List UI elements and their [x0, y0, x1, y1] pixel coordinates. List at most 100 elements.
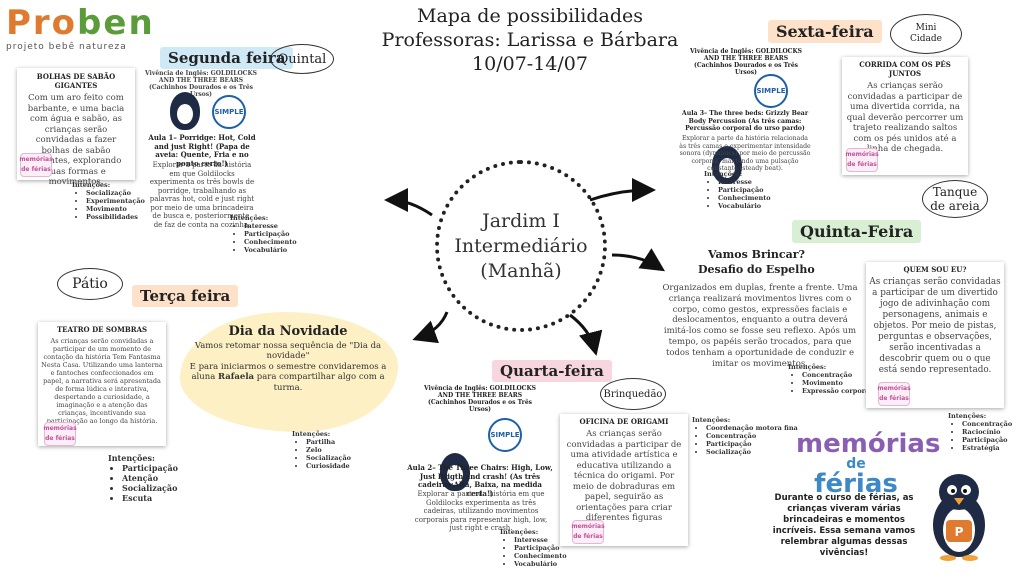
card-quem-title: QUEM SOU EU? [903, 265, 967, 274]
day-label-terca: Terça feira [132, 285, 239, 307]
card-bolhas-text: Com um aro feito com barbante, e uma bac… [27, 93, 125, 187]
quinta-activity-title: Vamos Brincar? Desafio do Espelho [668, 247, 858, 277]
sexta-lesson-title: Aula 3– The three beds: Grizzly Bear Bod… [681, 110, 809, 132]
memorias-de-ferias-logo: memórias de férias [796, 430, 940, 499]
arrow-to-terca [412, 311, 449, 344]
title-line-1: Mapa de possibilidades [417, 5, 643, 27]
day-label-segunda: Segunda feira [160, 47, 294, 69]
svg-text:P: P [955, 525, 964, 539]
intent-item: Concentração [962, 420, 1012, 428]
place-oval-patio: Pátio [57, 268, 123, 300]
intent-item: Socialização [706, 448, 798, 456]
day-label-quarta: Quarta-feira [492, 360, 612, 382]
card-bolhas-title: BOLHAS DE SABÃO GIGANTES [36, 72, 116, 90]
novidade-text-a: Vamos retomar nossa sequência de "Dia da… [194, 340, 382, 362]
quarta-english-header: Vivência de Inglês: GOLDILOCKS AND THE T… [424, 385, 536, 413]
intent-item: Estratégia [962, 444, 1012, 452]
quarta-lesson-text: Explorar a parte da história em que Gold… [414, 490, 548, 532]
intent-item: Expressão corporal [802, 387, 872, 395]
title-line-2: Professoras: Larissa e Bárbara [381, 29, 679, 51]
quarta-lesson-intents: Intenções: Interesse Participação Conhec… [500, 528, 567, 568]
penguin-mascot-icon [440, 453, 470, 491]
quem-intents: Intenções: Concentração Raciocínio Parti… [948, 412, 1012, 452]
segunda-english-header: Vivência de Inglês: GOLDILOCKS AND THE T… [145, 70, 257, 98]
intents-label: Intenções: [704, 170, 743, 178]
intent-item: Socialização [122, 483, 178, 493]
intent-item: Interesse [514, 536, 567, 544]
ferias-logo-line-b: de [846, 456, 866, 472]
espelho-intents: Intenções: Concentração Movimento Expres… [788, 363, 872, 395]
simple-logo-icon: SIMPLE [488, 418, 522, 452]
segunda-lesson-text: Explorar a parte da história em que Gold… [149, 161, 255, 229]
simple-logo-icon: SIMPLE [754, 74, 788, 108]
intent-item: Raciocínio [962, 428, 1012, 436]
intent-item: Vocabulário [244, 246, 297, 254]
page-title: Mapa de possibilidades Professoras: Lari… [330, 4, 730, 76]
day-label-sexta: Sexta-feira [768, 20, 882, 43]
simple-logo-icon: SIMPLE [212, 95, 246, 129]
proben-logo: Proben projeto bebê natureza [6, 4, 155, 52]
intent-item: Conhecimento [514, 552, 567, 560]
center-line-3: (Manhã) [480, 259, 562, 282]
intent-item: Participação [706, 440, 798, 448]
segunda-lesson-title: Aula 1– Porridge: Hot, Cold and just Rig… [148, 133, 256, 168]
intents-label: Intenções: [292, 430, 331, 438]
intent-item: Coordenação motora fina [706, 424, 798, 432]
novidade-intents: Intenções: Partilha Zelo Socialização Cu… [292, 430, 351, 470]
intent-item: Zelo [306, 446, 351, 454]
novidade-content: Dia da Novidade Vamos retomar nossa sequ… [188, 324, 388, 394]
intent-item: Experimentação [86, 197, 145, 205]
sexta-lesson-intents: Intenções: Interesse Participação Conhec… [704, 170, 771, 210]
title-line-3: 10/07-14/07 [472, 53, 588, 75]
intents-label: Intenções: [948, 412, 987, 420]
intents-label: Intenções: [72, 181, 111, 189]
quinta-title-a: Vamos Brincar? [708, 248, 805, 261]
logo-brand-part-a: Pro [6, 3, 78, 43]
memorias-badge: memórias de férias [845, 148, 879, 172]
intent-item: Escuta [122, 493, 178, 503]
logo-tagline: projeto bebê natureza [6, 42, 127, 52]
center-class-circle: Jardim I Intermediário (Manhã) [435, 160, 607, 332]
sexta-english-header: Vivência de Inglês: GOLDILOCKS AND THE T… [690, 48, 802, 76]
intent-item: Participação [514, 544, 567, 552]
place-oval-quintal: Quintal [270, 44, 334, 74]
ferias-logo-line-c: férias [814, 469, 898, 499]
novidade-text-c: para compartilhar algo com a turma. [256, 372, 385, 393]
intents-label: Intenções: [230, 214, 269, 222]
intent-item: Movimento [86, 205, 145, 213]
intent-item: Concentração [802, 371, 872, 379]
intent-item: Partilha [306, 438, 351, 446]
novidade-student-name: Rafaela [217, 372, 255, 382]
intent-item: Socialização [306, 454, 351, 462]
intent-item: Interesse [718, 178, 771, 186]
intent-item: Curiosidade [306, 462, 351, 470]
intent-item: Participação [718, 186, 771, 194]
novidade-text-b: E para iniciarmos o semestre convidaremo… [188, 362, 388, 394]
intent-item: Movimento [802, 379, 872, 387]
memorias-badge: memórias de férias [43, 422, 77, 446]
memorias-badge: memórias de férias [877, 382, 911, 406]
memorias-badge: memórias de férias [571, 520, 605, 544]
place-oval-tanque-areia: Tanque de areia [922, 180, 988, 218]
novidade-blob [180, 312, 398, 432]
card-corrida-text: As crianças serão convidadas a participa… [846, 81, 964, 154]
arrow-to-quinta [611, 248, 666, 272]
intent-item: Vocabulário [718, 202, 771, 210]
intents-label: Intenções: [500, 528, 539, 536]
memorias-badge: memórias de férias [19, 153, 53, 177]
logo-brand-part-b: ben [77, 3, 155, 43]
intent-item: Possibilidades [86, 213, 145, 221]
intent-item: Participação [244, 230, 297, 238]
origami-intents: Intenções: Coordenação motora fina Conce… [692, 416, 798, 456]
novidade-text-b-lead: E para iniciarmos o semestre convidaremo… [189, 361, 387, 383]
bolhas-intents: Intenções: Socialização Experimentação M… [72, 181, 145, 221]
intent-item: Conhecimento [718, 194, 771, 202]
intents-label: Intenções: [692, 416, 731, 424]
quarta-lesson-title: Aula 2– The Three Chairs: High, Low, Jus… [407, 463, 553, 498]
card-teatro-title: TEATRO DE SOMBRAS [56, 325, 148, 334]
intent-item: Participação [962, 436, 1012, 444]
novidade-title: Dia da Novidade [228, 324, 348, 339]
intent-item: Vocabulário [514, 560, 567, 568]
intents-label: Intenções: [108, 453, 155, 463]
